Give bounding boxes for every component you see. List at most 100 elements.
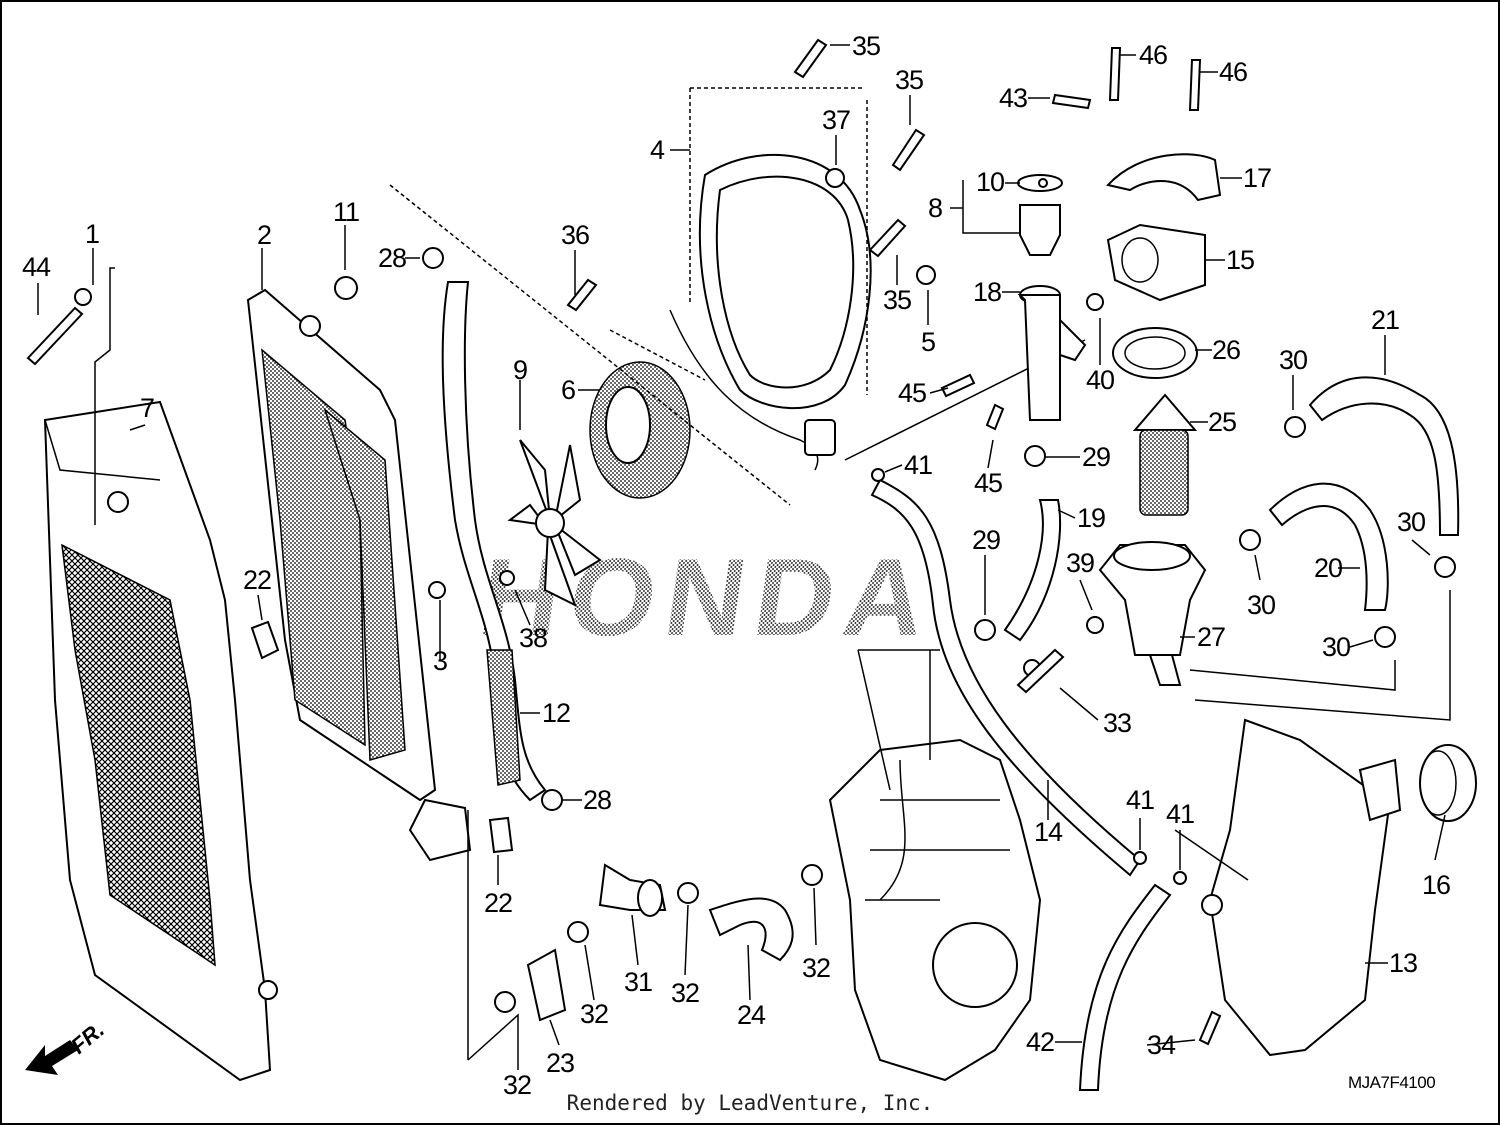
bracket-17 xyxy=(1106,153,1222,202)
callout-3: 3 xyxy=(433,646,447,676)
callout-41c: 41 xyxy=(1166,799,1194,829)
hose-42 xyxy=(1078,883,1172,1091)
callout-42: 42 xyxy=(1026,1027,1054,1057)
callout-8: 8 xyxy=(928,193,942,223)
callout-37: 37 xyxy=(822,105,850,135)
reservoir-cap-16 xyxy=(1419,744,1477,822)
ref-line xyxy=(609,329,706,381)
hose-12-cover xyxy=(486,649,521,786)
callout-30b: 30 xyxy=(1397,507,1425,537)
callout-43: 43 xyxy=(999,83,1027,113)
callout-16: 16 xyxy=(1422,870,1450,900)
joint-22-a xyxy=(250,620,280,660)
callout-17: 17 xyxy=(1243,163,1271,193)
callout-27: 27 xyxy=(1197,622,1225,652)
o-ring-26 xyxy=(1112,327,1198,379)
hose-14 xyxy=(870,478,1142,877)
callout-35a: 35 xyxy=(852,31,880,61)
callout-46b: 46 xyxy=(1219,57,1247,87)
callout-22b: 22 xyxy=(484,888,512,918)
joint-22-b xyxy=(488,816,514,854)
ref-line xyxy=(1189,660,1396,691)
callout-21: 21 xyxy=(1371,305,1399,335)
front-direction-arrow: FR. xyxy=(25,1017,109,1075)
callout-46a: 46 xyxy=(1139,40,1167,70)
leader-lines xyxy=(37,44,1446,1070)
radiator-cover-7 xyxy=(43,400,278,1082)
callout-32d: 32 xyxy=(503,1070,531,1100)
callout-41b: 41 xyxy=(1126,785,1154,815)
callout-22a: 22 xyxy=(243,565,271,595)
callout-20: 20 xyxy=(1314,553,1342,583)
hose-12 xyxy=(441,281,547,802)
clamps xyxy=(334,168,1456,1013)
callout-23: 23 xyxy=(546,1048,574,1078)
callout-30c: 30 xyxy=(1247,590,1275,620)
callout-39: 39 xyxy=(1066,548,1094,578)
callout-32a: 32 xyxy=(671,978,699,1008)
callout-25: 25 xyxy=(1208,407,1236,437)
callout-31: 31 xyxy=(624,967,652,997)
callout-29b: 29 xyxy=(972,525,1000,555)
callout-44: 44 xyxy=(22,252,51,282)
callout-28b: 28 xyxy=(583,785,611,815)
callout-38: 38 xyxy=(519,623,547,653)
callout-34: 34 xyxy=(1147,1030,1176,1060)
fan-blade-9 xyxy=(507,439,602,608)
hose-20 xyxy=(1268,482,1389,611)
thermostat-25 xyxy=(1132,393,1198,516)
callout-11: 11 xyxy=(333,197,359,227)
callout-4: 4 xyxy=(650,135,665,165)
cap-8 xyxy=(1019,204,1061,256)
ref-line xyxy=(857,649,891,791)
hose-24 xyxy=(708,897,794,962)
footer-credit: Rendered by LeadVenture, Inc. xyxy=(566,1091,934,1115)
callout-12: 12 xyxy=(542,698,570,728)
callout-32b: 32 xyxy=(802,953,830,983)
callout-28a: 28 xyxy=(378,243,406,273)
hose-19 xyxy=(1003,499,1062,642)
fan-shroud-4 xyxy=(669,153,872,471)
callout-30a: 30 xyxy=(1279,345,1307,375)
callout-35c: 35 xyxy=(883,285,911,315)
pipe-31 xyxy=(598,863,667,917)
callout-36: 36 xyxy=(561,220,589,250)
engine-block xyxy=(828,738,1042,1082)
callout-18: 18 xyxy=(973,277,1001,307)
callout-30d: 30 xyxy=(1322,632,1350,662)
fan-motor-6 xyxy=(589,361,691,499)
hose-23 xyxy=(526,948,567,1022)
reservoir-tank-13 xyxy=(1201,718,1402,1057)
callout-14: 14 xyxy=(1034,817,1063,847)
hose-21 xyxy=(1308,376,1460,536)
callout-13: 13 xyxy=(1389,948,1417,978)
callout-9: 9 xyxy=(513,355,527,385)
radiator-2 xyxy=(246,288,472,862)
callout-19: 19 xyxy=(1077,503,1105,533)
callout-33: 33 xyxy=(1103,708,1131,738)
ref-line xyxy=(1174,829,1249,881)
callout-10: 10 xyxy=(976,167,1004,197)
callout-35b: 35 xyxy=(895,65,923,95)
callout-labels: 1 44 7 2 11 28 22 3 9 6 36 38 4 37 35 35… xyxy=(22,31,1451,1100)
ref-line xyxy=(1194,590,1451,721)
callout-40: 40 xyxy=(1086,365,1114,395)
diagram-code: MJA7F4100 xyxy=(1348,1073,1436,1092)
callout-2: 2 xyxy=(257,220,271,250)
thermostat-cover-15 xyxy=(1106,223,1206,302)
callout-26: 26 xyxy=(1212,335,1240,365)
callout-45a: 45 xyxy=(898,378,926,408)
filler-neck-18 xyxy=(1017,285,1087,421)
callout-32c: 32 xyxy=(580,999,608,1029)
callout-29a: 29 xyxy=(1082,442,1110,472)
callout-5: 5 xyxy=(921,327,935,357)
ref-line xyxy=(389,184,791,506)
thermostat-housing-27 xyxy=(1098,541,1207,686)
callout-45b: 45 xyxy=(974,468,1002,498)
callout-24: 24 xyxy=(737,1000,766,1030)
callout-15: 15 xyxy=(1226,245,1254,275)
callout-41a: 41 xyxy=(904,450,932,480)
callout-1: 1 xyxy=(85,219,99,249)
